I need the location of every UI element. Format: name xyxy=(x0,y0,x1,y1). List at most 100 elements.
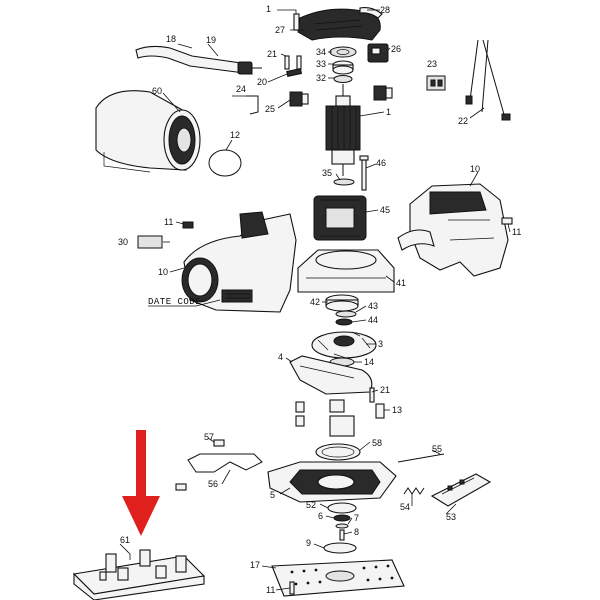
part-55-rod xyxy=(397,453,445,463)
label-32: 32 xyxy=(316,73,326,83)
part-17-sanding-pad xyxy=(271,559,405,597)
label-53: 53 xyxy=(446,512,456,522)
part-28-cap xyxy=(359,7,383,19)
label-12: 12 xyxy=(230,130,240,140)
label-55: 55 xyxy=(432,444,442,454)
part-8-screw xyxy=(339,529,345,541)
part-9-pad-hub xyxy=(323,542,357,554)
part-brush-right xyxy=(373,85,393,101)
label-61: 61 xyxy=(120,535,130,545)
part-45-field xyxy=(313,195,367,241)
label-60: 60 xyxy=(152,86,162,96)
label-21-top: 21 xyxy=(267,49,277,59)
label-26: 26 xyxy=(391,44,401,54)
part-41-fan-housing xyxy=(297,249,395,293)
label-10-right: 10 xyxy=(470,164,480,174)
label-19: 19 xyxy=(206,35,216,45)
label-57: 57 xyxy=(204,432,214,442)
part-21-screws-mid xyxy=(369,387,375,403)
part-20-clip xyxy=(286,67,303,77)
callout-labels: 1 27 28 18 19 21 34 26 33 23 20 32 60 24… xyxy=(118,4,521,595)
part-27-top-cover xyxy=(297,8,381,41)
highlight-arrow xyxy=(122,430,160,536)
label-33: 33 xyxy=(316,59,326,69)
label-20: 20 xyxy=(257,77,267,87)
label-43: 43 xyxy=(368,301,378,311)
label-17: 17 xyxy=(250,560,260,570)
part-10-right-housing xyxy=(397,183,509,277)
part-26-switch xyxy=(367,43,389,63)
part-32-ring xyxy=(333,75,353,83)
part-21-screws xyxy=(284,55,302,70)
label-23: 23 xyxy=(427,59,437,69)
label-54: 54 xyxy=(400,502,410,512)
label-date-code: DATE CODE xyxy=(148,297,201,307)
label-7: 7 xyxy=(354,513,359,523)
part-1-top-screw xyxy=(293,13,300,31)
part-52-bearing xyxy=(327,502,357,514)
part-42-bearing xyxy=(325,294,359,312)
label-10-left: 10 xyxy=(158,267,168,277)
part-3-fan xyxy=(311,331,377,359)
label-21-mid: 21 xyxy=(380,385,390,395)
part-25-brush-holder xyxy=(289,91,309,107)
label-4: 4 xyxy=(278,352,283,362)
part-57-clip xyxy=(213,439,225,447)
part-33-bearing xyxy=(332,60,354,75)
label-5: 5 xyxy=(270,490,275,500)
label-45: 45 xyxy=(380,205,390,215)
label-11-left: 11 xyxy=(164,217,173,227)
part-30-label xyxy=(137,235,163,249)
part-54-spring xyxy=(403,487,425,495)
part-35-washer xyxy=(333,178,355,186)
label-58: 58 xyxy=(372,438,382,448)
label-25: 25 xyxy=(265,104,275,114)
label-34: 34 xyxy=(316,47,326,57)
part-22-wire-harness xyxy=(465,39,511,121)
label-14: 14 xyxy=(364,357,374,367)
part-44-nut xyxy=(335,318,353,326)
part-6-washer xyxy=(333,514,351,522)
label-44: 44 xyxy=(368,315,378,325)
label-1-mid: 1 xyxy=(386,107,391,117)
label-24: 24 xyxy=(236,84,246,94)
part-34-washer xyxy=(329,46,357,58)
part-56-spring-wire xyxy=(175,453,263,491)
part-61-punch-plate xyxy=(72,549,206,600)
label-28: 28 xyxy=(380,5,390,15)
label-9: 9 xyxy=(306,538,311,548)
label-6: 6 xyxy=(318,511,323,521)
part-46-long-screw xyxy=(359,155,369,191)
label-41: 41 xyxy=(396,278,406,288)
label-35: 35 xyxy=(322,168,332,178)
label-46: 46 xyxy=(376,158,386,168)
label-11-right: 11 xyxy=(512,227,521,237)
part-58-seal-ring xyxy=(315,443,361,461)
label-3: 3 xyxy=(378,339,383,349)
label-22: 22 xyxy=(458,116,468,126)
label-11-bottom: 11 xyxy=(266,585,275,595)
part-10-left-housing xyxy=(181,211,297,313)
part-1-armature xyxy=(325,84,361,176)
label-30: 30 xyxy=(118,237,128,247)
label-1-top: 1 xyxy=(266,4,271,14)
part-4-dust-duct xyxy=(289,355,373,395)
part-11-screw-left xyxy=(182,221,194,229)
part-11-screw-bottom xyxy=(289,581,295,595)
part-18-19-cord xyxy=(135,45,262,75)
part-24-brush-clip xyxy=(246,95,259,115)
part-23-capacitor xyxy=(426,75,446,91)
label-42: 42 xyxy=(310,297,320,307)
part-7-ring xyxy=(335,523,349,529)
part-12-snap-ring xyxy=(208,149,242,177)
label-13: 13 xyxy=(392,405,402,415)
part-5-base-plate xyxy=(267,461,397,503)
part-mounts-column xyxy=(295,399,385,437)
label-8: 8 xyxy=(354,527,359,537)
part-43-washer xyxy=(335,310,357,318)
label-18: 18 xyxy=(166,34,176,44)
label-52: 52 xyxy=(306,500,316,510)
leader-lines xyxy=(119,9,511,591)
part-53-clamp-lever xyxy=(430,473,492,507)
